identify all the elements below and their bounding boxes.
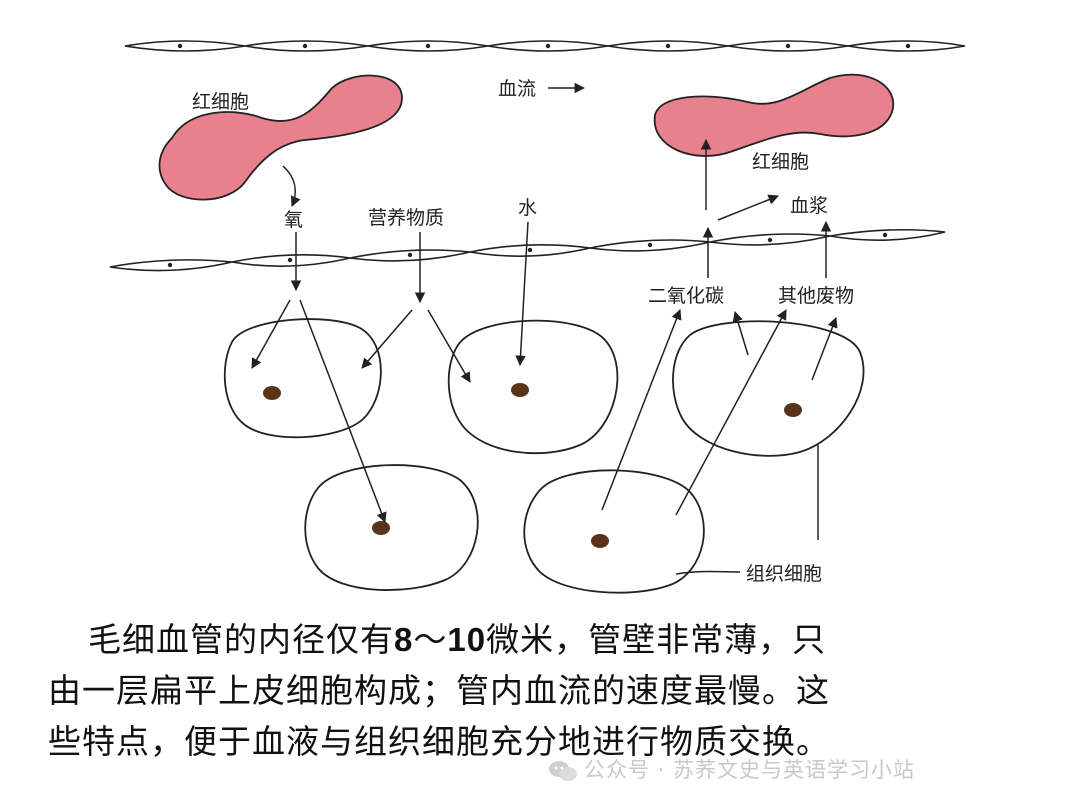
watermark-text: 公众号 · 苏荞文史与英语学习小站 [584, 758, 916, 782]
lower-capillary-wall [109, 228, 946, 272]
oxygen-to-cell1-arrow [251, 299, 291, 369]
caption-number-10: 10 [447, 621, 487, 658]
nutrients-to-cell2-arrow [427, 309, 471, 383]
red-blood-cell-left [158, 74, 403, 201]
caption-tilde: ～ [413, 620, 448, 659]
caption-line-1: 毛细血管的内径仅有8～10微米，管壁非常薄，只 [48, 614, 1038, 665]
rbc-right-label: 红细胞 [752, 151, 809, 173]
rbc-left-label: 红细胞 [192, 91, 249, 113]
caption-line-3: 些特点，便于血液与组织细胞充分地进行物质交换。 [48, 722, 830, 761]
nucleus-icon [784, 403, 802, 417]
oxygen-label: 氧 [284, 209, 303, 231]
red-blood-cell-right [653, 73, 895, 157]
upper-capillary-wall [124, 40, 966, 52]
tissue-cells-label: 组织细胞 [746, 563, 822, 585]
nucleus-icon [372, 521, 390, 535]
cell-nuclei [263, 383, 802, 548]
caption-number-8: 8 [394, 621, 414, 658]
nutrients-to-cell1-arrow [361, 309, 413, 369]
watermark: 公众号 · 苏荞文史与英语学习小站 [548, 754, 915, 784]
waste-from-cell5-arrow [675, 309, 787, 516]
caption-line-1-end: 微米，管壁非常薄，只 [486, 620, 827, 659]
blood-flow-label: 血流 [498, 78, 536, 100]
caption-line-2: 由一层扁平上皮细胞构成；管内血流的速度最慢。这 [48, 671, 830, 710]
waste-from-cell3-arrow [811, 317, 838, 381]
co2-from-cell3-arrow [732, 310, 749, 356]
tissue-cell-4 [304, 464, 479, 591]
caption-line-1-text: 毛细血管的内径仅有 [88, 620, 394, 659]
nucleus-icon [591, 534, 609, 548]
to-plasma-arrow [717, 194, 779, 221]
nucleus-icon [511, 383, 529, 397]
plasma-label: 血浆 [790, 195, 828, 217]
capillary-exchange-diagram: 红细胞 血流 红细胞 氧 营养物质 水 血浆 二氧化碳 其他废物 组织细胞 [109, 40, 966, 594]
tissue-cell-2 [447, 319, 619, 455]
nucleus-icon [263, 386, 281, 400]
tissue-cells-group [223, 318, 865, 594]
co2-label: 二氧化碳 [648, 285, 724, 307]
oxygen-to-cell4-arrow [299, 299, 387, 523]
caption: 毛细血管的内径仅有8～10微米，管壁非常薄，只 由一层扁平上皮细胞构成；管内血流… [48, 614, 1038, 767]
co2-from-cell5-arrow [601, 309, 682, 511]
wechat-icon [549, 761, 577, 781]
exchange-arrows [251, 82, 838, 575]
tissue-cells-pointer-b [675, 570, 741, 575]
water-label: 水 [518, 197, 537, 219]
oxygen-arrow-from-rbc [282, 165, 301, 207]
tissue-cell-3 [672, 320, 865, 457]
water-arrow [515, 221, 529, 367]
other-waste-label: 其他废物 [778, 285, 854, 307]
nutrients-label: 营养物质 [368, 207, 444, 229]
tissue-cell-5 [523, 469, 705, 594]
tissue-cell-1 [223, 318, 382, 439]
